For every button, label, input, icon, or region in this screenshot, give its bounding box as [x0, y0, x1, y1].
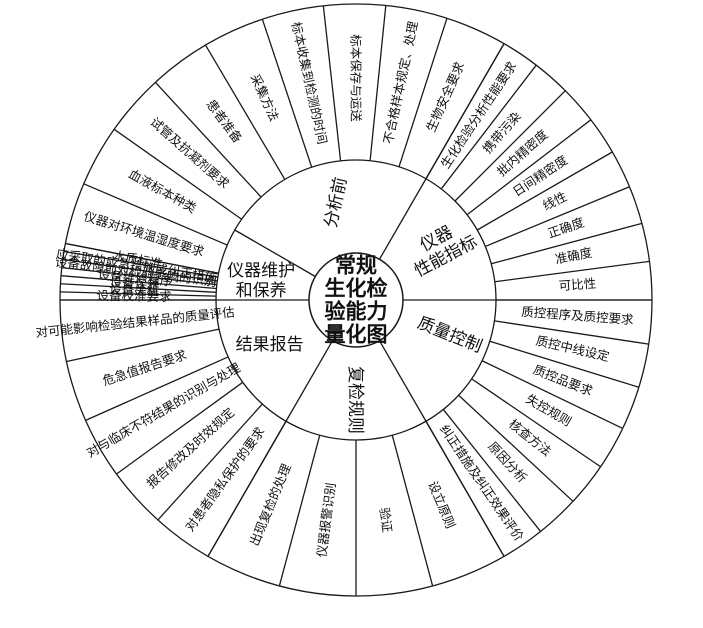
item-divider	[154, 81, 262, 198]
sector-divider	[378, 178, 427, 260]
item-label: 设备校准要求	[96, 288, 172, 304]
item-divider	[471, 378, 601, 468]
sector-label-text: 和保养	[236, 281, 287, 301]
item-divider	[116, 381, 244, 475]
item-divider	[85, 356, 229, 421]
item-divider	[83, 183, 228, 246]
item-divider	[485, 186, 630, 248]
item-label: 可比性	[558, 276, 596, 293]
sector-label-fujianguize: 复检规则	[345, 366, 365, 434]
item-label: 标本保存与运送	[348, 34, 363, 122]
item-divider	[476, 151, 613, 231]
item-divider	[491, 222, 643, 265]
item-divider	[425, 420, 505, 557]
item-divider	[391, 435, 434, 587]
item-divider	[63, 250, 218, 278]
item-divider	[458, 394, 574, 502]
sector-divider	[378, 340, 427, 422]
item-label: 准确度	[554, 245, 594, 267]
item-divider	[481, 360, 623, 430]
item-divider	[65, 242, 219, 274]
item-divider	[440, 64, 537, 190]
sector-label-jieguobaogao: 结果报告	[236, 335, 304, 355]
item-divider	[157, 403, 263, 521]
item-divider	[207, 420, 287, 557]
item-divider	[466, 119, 592, 216]
item-divider	[369, 5, 387, 161]
center-title-line: 验能力	[325, 299, 388, 324]
item-label: 设备维修程序	[97, 267, 173, 289]
item-label: 验证	[377, 507, 395, 534]
center-title-line: 生化检	[325, 276, 388, 301]
sector-label-text: 仪器维护	[227, 261, 295, 281]
item-divider	[60, 291, 217, 297]
item-divider	[278, 435, 321, 587]
item-divider	[60, 283, 217, 293]
center-title-line: 常规	[335, 253, 377, 278]
item-divider	[494, 320, 649, 345]
item-divider	[261, 18, 313, 168]
item-divider	[494, 260, 650, 283]
sector-divider	[285, 340, 334, 422]
item-divider	[489, 340, 640, 388]
item-divider	[322, 5, 342, 161]
item-divider	[425, 43, 505, 180]
item-divider	[113, 128, 243, 220]
item-divider	[454, 90, 566, 202]
item-divider	[398, 18, 448, 167]
item-divider	[204, 44, 286, 180]
item-divider	[60, 275, 217, 290]
item-divider	[61, 266, 217, 286]
center-circle	[308, 252, 404, 348]
item-label: 设备关机	[109, 281, 160, 298]
center-title-line: 量化图	[325, 322, 388, 347]
item-divider	[442, 409, 542, 532]
sector-divider	[234, 229, 316, 278]
sector-label-text: 复检规则	[345, 366, 365, 434]
item-divider	[66, 328, 220, 363]
item-divider	[62, 258, 218, 282]
sector-label-text: 结果报告	[236, 335, 304, 355]
item-label: 设备保养	[109, 275, 160, 293]
